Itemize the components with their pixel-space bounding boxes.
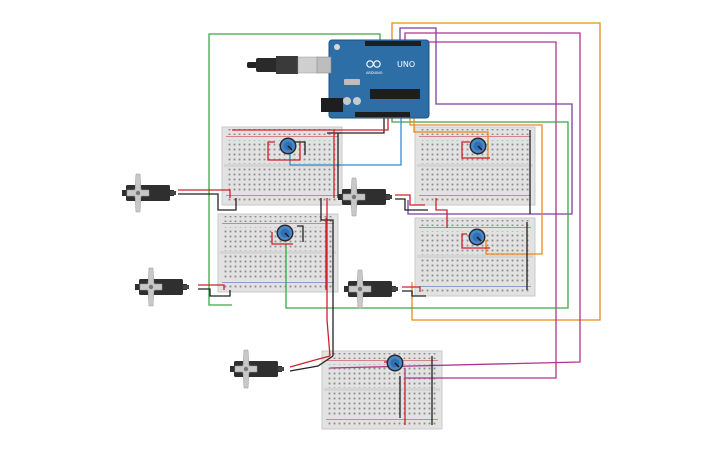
wire-orange-loop-b[interactable] <box>409 118 543 255</box>
jumper-pot3-red[interactable] <box>271 232 293 245</box>
servo4-lead-red[interactable] <box>402 286 421 292</box>
jumper-pot3-black[interactable] <box>297 225 304 242</box>
jumper-pot4-red[interactable] <box>461 233 490 249</box>
servo3-lead-black[interactable] <box>198 288 231 297</box>
wire-green-loop[interactable] <box>208 33 381 306</box>
wire-red-top[interactable] <box>232 118 389 131</box>
servo1-lead-black[interactable] <box>178 193 237 211</box>
potentiometer-4[interactable] <box>467 227 487 247</box>
jumper-pot2-red[interactable] <box>461 141 490 159</box>
servo2-lead-black[interactable] <box>395 198 428 211</box>
digital-header <box>365 41 421 46</box>
wire-magenta-loop-a[interactable] <box>329 32 581 369</box>
servo-lead-group <box>178 189 428 372</box>
power-jack <box>321 98 343 112</box>
reset-button[interactable] <box>334 44 340 50</box>
arduino-uno-board[interactable]: UNO ARDUINO <box>316 39 430 119</box>
servo1-lead-red[interactable] <box>178 189 231 198</box>
arduino-logo-icon <box>366 60 381 68</box>
breadboard-bottom[interactable] <box>321 350 443 430</box>
arduino-brand-label: ARDUINO <box>366 71 383 75</box>
servo-motor-3[interactable] <box>134 267 190 307</box>
servo-motor-5[interactable] <box>229 349 285 389</box>
servo-motor-2[interactable] <box>337 177 393 217</box>
potentiometer-3[interactable] <box>275 223 295 243</box>
usb-cable[interactable] <box>247 56 319 74</box>
servo-motor-1[interactable] <box>121 173 177 213</box>
potentiometer-1[interactable] <box>278 136 298 156</box>
wire-black-top[interactable] <box>327 118 385 134</box>
servo4-lead-black[interactable] <box>402 290 426 297</box>
potentiometer-2[interactable] <box>468 136 488 156</box>
potentiometer-5[interactable] <box>385 353 405 373</box>
wire-orange-loop[interactable] <box>391 22 601 321</box>
wire-red-mid[interactable] <box>435 198 448 228</box>
wire-red-vertical[interactable] <box>326 198 331 357</box>
wire-blue[interactable] <box>289 118 402 166</box>
servo2-lead-red[interactable] <box>395 194 425 206</box>
atmega-chip <box>370 89 420 99</box>
wire-black-vertical[interactable] <box>320 198 334 356</box>
servo5-lead-black[interactable] <box>289 355 334 372</box>
jumper-group <box>267 130 531 425</box>
wire-green-loop-b[interactable] <box>285 118 569 309</box>
jumper-pot1-black[interactable] <box>295 141 306 155</box>
servo-motor-4[interactable] <box>343 269 399 309</box>
power-analog-header <box>355 112 410 117</box>
jumper-pot1-red[interactable] <box>267 141 301 161</box>
servo3-lead-red[interactable] <box>198 284 225 290</box>
arduino-model-label: UNO <box>397 60 415 69</box>
usb-port <box>316 56 332 74</box>
wire-group-loops <box>208 22 601 379</box>
breadboard-top-left[interactable] <box>221 126 343 206</box>
servo5-lead-red[interactable] <box>289 355 331 368</box>
wire-purple-loop[interactable] <box>399 27 573 215</box>
breadboard-middle-left[interactable] <box>217 213 339 293</box>
